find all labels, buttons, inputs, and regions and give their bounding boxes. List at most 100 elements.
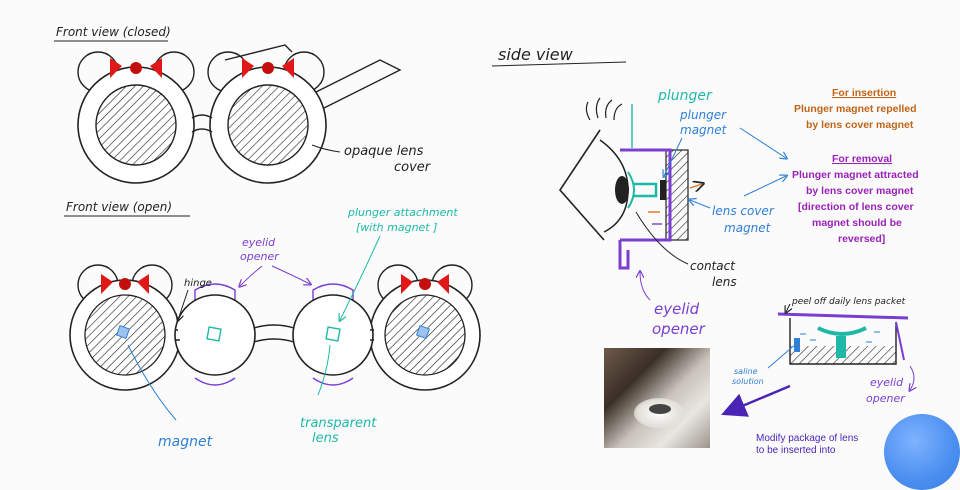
saline-marks: [800, 331, 880, 343]
lens-cover-arrow: [690, 200, 711, 209]
blue-circle-badge[interactable]: [884, 414, 960, 490]
plunger-attach-label-2: [with magnet ]: [356, 221, 437, 234]
closed-glasses: [77, 44, 402, 184]
opaque-leader: [311, 144, 341, 153]
plunger-magnet-label-2: magnet: [680, 123, 728, 137]
temple-arm: [299, 59, 402, 111]
hinge-arrow: [178, 289, 189, 320]
eyelid-arrow-1: [240, 265, 263, 286]
plunger-magnet-arrow: [664, 137, 683, 176]
eyelid-opener-label-1: eyelid: [242, 236, 276, 249]
lens-cover-magnet-label-2: magnet: [724, 221, 772, 235]
inner-lens-left: [174, 294, 256, 376]
contact-lens-label-1: contact: [690, 259, 736, 273]
transparent-label-1: transparent: [300, 416, 377, 431]
plunger-attach-arrow: [340, 235, 381, 320]
package-magnet: [794, 338, 800, 352]
eye-side-sketch: [558, 97, 702, 270]
opaque-cover-right: [227, 84, 309, 166]
modify-line-1: Modify package of lens: [756, 433, 859, 444]
note-arrow-removal: [743, 176, 786, 197]
eyelid-opener-bottom-1: [194, 377, 236, 386]
contact-lens-leader: [635, 211, 689, 265]
side-eyelid-label-1: eyelid: [654, 300, 700, 318]
inner-lens-right: [292, 294, 374, 376]
package-eyelid-arrow: [910, 365, 914, 390]
magnet-square-left: [115, 324, 131, 340]
eyelid-opener-top-2: [312, 283, 354, 301]
pupil-icon: [615, 176, 629, 204]
modify-note: Modify package of lens to be inserted in…: [756, 433, 886, 457]
hinge-left: [176, 329, 180, 341]
bridge: [191, 114, 213, 133]
package-lens-cup: [817, 326, 867, 336]
saline-leader: [767, 343, 797, 369]
plunger-magnet-right: [325, 326, 341, 342]
photo-lens: [649, 404, 671, 414]
eyelid-opener-hook: [618, 240, 630, 270]
lens-package-photo: [604, 348, 710, 448]
removal-line-4: magnet should be: [812, 217, 902, 229]
bow-left-icon: [110, 58, 162, 78]
contact-lens-label-2: lens: [712, 275, 737, 289]
lens-package-sketch: [777, 312, 909, 365]
plunger-magnet-label-1: plunger: [679, 108, 727, 122]
eyelid-opener-bottom-2: [312, 377, 354, 386]
modify-arrow: [721, 384, 791, 417]
insertion-line-2: by lens cover magnet: [806, 119, 914, 131]
front-closed-title: Front view (closed): [56, 25, 171, 39]
package-opener: [895, 321, 905, 361]
plunger-rod: [634, 182, 658, 198]
note-arrow-insertion: [739, 127, 786, 158]
hinge-right: [370, 329, 374, 341]
plunger-label: plunger: [657, 88, 713, 104]
package-eyelid-label-2: opener: [866, 392, 906, 405]
front-open-title: Front view (open): [66, 200, 172, 214]
removal-title: For removal: [832, 153, 892, 165]
transparent-leader: [317, 344, 331, 396]
side-title-underline: [491, 61, 627, 67]
bow-open-left-icon: [101, 274, 149, 294]
opaque-cover-left: [95, 84, 177, 166]
removal-line-3: [direction of lens cover: [798, 201, 914, 213]
eyelashes-icon: [585, 97, 623, 121]
peel-arrow: [786, 303, 790, 312]
side-eyelid-arrow: [640, 272, 651, 301]
package-eyelid-label-1: eyelid: [870, 376, 904, 389]
removal-line-2: by lens cover magnet: [806, 185, 914, 197]
opaque-label-1: opaque lens: [344, 144, 424, 159]
peel-label: peel off daily lens packet: [791, 297, 906, 307]
plunger-attach-label-1: plunger attachment: [347, 206, 458, 219]
eyelid-opener-label-2: opener: [240, 250, 280, 263]
plunger-magnet-left: [206, 326, 222, 342]
transparent-label-2: lens: [312, 431, 339, 446]
insertion-line-1: Plunger magnet repelled: [794, 103, 917, 115]
lens-cover-magnet-label-1: lens cover: [712, 204, 775, 218]
peel-lid: [777, 312, 909, 320]
package-plunger: [836, 336, 846, 358]
side-eyelid-label-2: opener: [652, 320, 706, 338]
saline-label-1: saline: [734, 367, 758, 376]
side-view-title: side view: [498, 45, 574, 64]
sketch-canvas: Front view (closed) opaque lens cover Fr…: [54, 25, 919, 450]
temple-arm-back: [224, 44, 293, 61]
eyelid-arrow-2: [271, 265, 310, 284]
removal-line-1: Plunger magnet attracted: [792, 169, 919, 181]
opaque-label-2: cover: [394, 160, 432, 175]
force-arrow-right: [689, 184, 702, 188]
bow-open-right-icon: [401, 274, 449, 294]
bridge-open: [253, 324, 295, 343]
removal-line-5: reversed]: [838, 233, 885, 245]
eyelid-opener-top-1: [194, 283, 236, 301]
plunger-magnet-block: [660, 180, 666, 200]
bow-right-icon: [242, 58, 294, 78]
modify-line-2: to be inserted into: [756, 445, 836, 456]
eyelid-opener-frame: [620, 148, 672, 242]
saline-label-2: solution: [732, 377, 764, 386]
eye-profile: [558, 129, 605, 241]
hinge-label: hinge: [184, 278, 212, 289]
magnet-leader: [127, 344, 177, 421]
insertion-title: For insertion: [832, 87, 896, 99]
magnet-label: magnet: [158, 434, 213, 450]
magnet-square-right: [415, 324, 431, 340]
